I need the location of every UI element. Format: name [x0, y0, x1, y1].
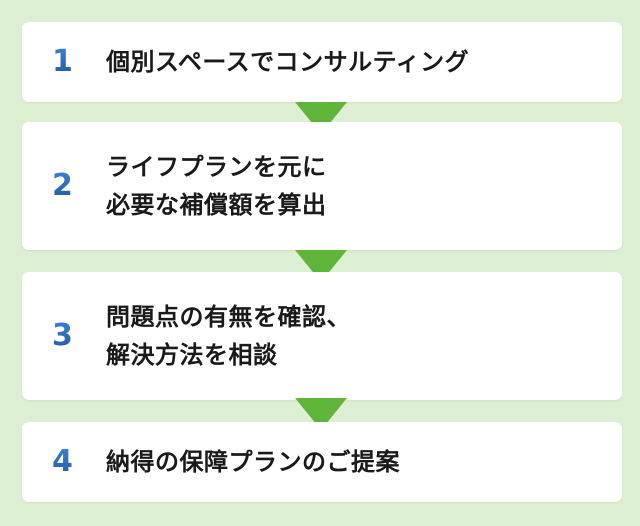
step-1-label: 個別スペースでコンサルティング [106, 43, 469, 81]
step-1-number: 1 [52, 43, 73, 79]
step-2-line-2: 必要な補償額を算出 [106, 191, 327, 219]
step-4-label: 納得の保障プランのご提案 [106, 443, 400, 481]
step-2-box: 2 ライフプランを元に 必要な補償額を算出 [22, 122, 622, 250]
step-3-line-1: 問題点の有無を確認、 [106, 303, 351, 331]
step-3-line-2: 解決方法を相談 [106, 341, 278, 369]
step-4-box: 4 納得の保障プランのご提案 [22, 422, 622, 502]
step-2-line-1: ライフプランを元に [106, 153, 327, 181]
step-3-number: 3 [52, 317, 73, 353]
step-3-box: 3 問題点の有無を確認、 解決方法を相談 [22, 272, 622, 400]
step-1-box: 1 個別スペースでコンサルティング [22, 22, 622, 102]
step-4-line-1: 納得の保障プランのご提案 [106, 448, 400, 476]
step-3-label: 問題点の有無を確認、 解決方法を相談 [106, 298, 351, 374]
step-2-number: 2 [52, 167, 73, 203]
step-1-line-1: 個別スペースでコンサルティング [106, 48, 470, 76]
step-2-label: ライフプランを元に 必要な補償額を算出 [106, 148, 327, 224]
step-4-number: 4 [52, 443, 73, 479]
